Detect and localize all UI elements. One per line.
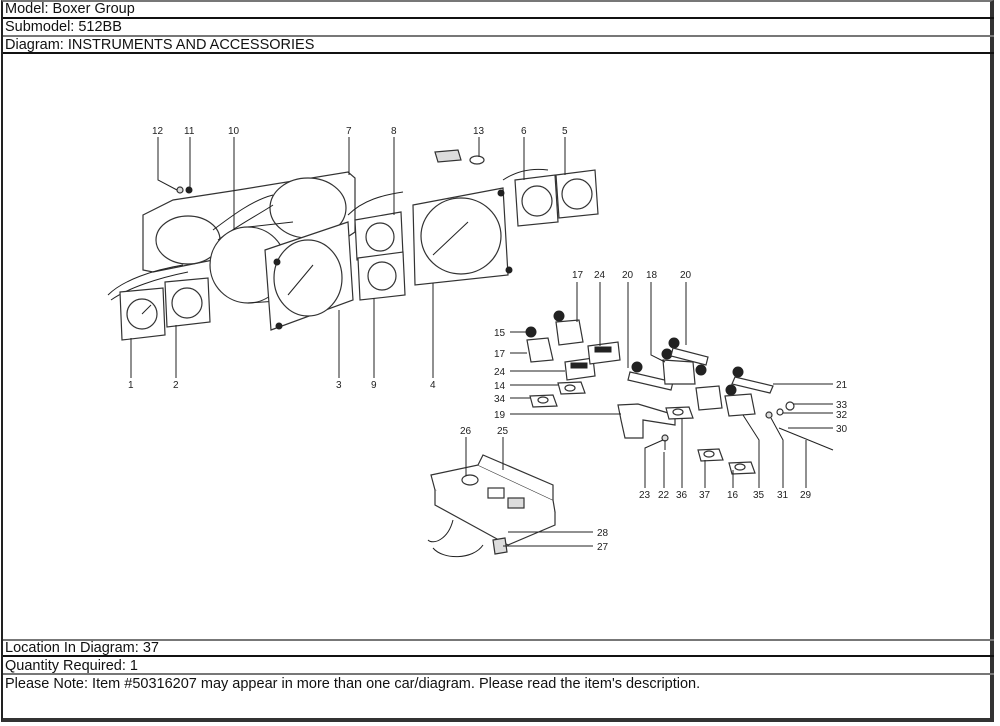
gauge-speedometer (412, 187, 513, 286)
rocker-switch-24a (564, 357, 596, 381)
instrument-panel-frame (142, 171, 356, 273)
callout-24-left: 24 (494, 367, 506, 378)
switch-35 (695, 364, 723, 411)
lever-switch-20 (627, 361, 674, 391)
parts-diagram: 12 11 10 7 8 13 6 5 1 2 3 9 4 17 24 20 1… (3, 55, 994, 641)
callout-1: 1 (128, 380, 134, 391)
callout-35: 35 (753, 490, 765, 501)
callout-32: 32 (836, 410, 848, 421)
callout-2: 2 (173, 380, 179, 391)
callout-3: 3 (336, 380, 342, 391)
callout-18: 18 (646, 270, 658, 281)
callout-19: 19 (494, 410, 506, 421)
callout-25: 25 (497, 426, 509, 437)
callout-24-top: 24 (594, 270, 606, 281)
callout-7: 7 (346, 126, 352, 137)
wire-lead-27 (427, 519, 508, 558)
lever-switch-21 (724, 366, 774, 417)
callout-8: 8 (391, 126, 397, 137)
callout-30: 30 (836, 424, 848, 435)
callout-5: 5 (562, 126, 568, 137)
callout-15: 15 (494, 328, 506, 339)
callout-13: 13 (473, 126, 485, 137)
callout-16: 16 (727, 490, 739, 501)
callout-17-left: 17 (494, 349, 506, 360)
callout-28: 28 (597, 528, 609, 539)
callout-31: 31 (777, 490, 789, 501)
knob-32 (776, 408, 784, 416)
callout-37: 37 (699, 490, 711, 501)
console-tray (430, 454, 556, 546)
callout-17-top: 17 (572, 270, 584, 281)
gauge-small-5 (555, 169, 599, 219)
callout-21: 21 (836, 380, 848, 391)
callout-34: 34 (494, 394, 506, 405)
gauge-tachometer (264, 221, 354, 331)
callout-22: 22 (658, 490, 670, 501)
note-row: Please Note: Item #50316207 may appear i… (5, 676, 701, 692)
plate-16 (728, 461, 756, 475)
leader-lines (130, 137, 833, 547)
callout-11: 11 (184, 126, 195, 137)
callout-27: 27 (597, 542, 609, 553)
callout-23: 23 (639, 490, 651, 501)
nut-31 (765, 411, 773, 419)
cable-29-30 (778, 427, 834, 451)
callout-10: 10 (228, 126, 240, 137)
gauge-small-9 (357, 251, 406, 301)
toggle-switch-17 (553, 310, 584, 346)
gasket-14 (557, 381, 586, 395)
gauge-small-6 (514, 174, 559, 227)
callout-36: 36 (676, 490, 688, 501)
washer (185, 186, 193, 194)
callout-9: 9 (371, 380, 377, 391)
diagram-title-row: Diagram: INSTRUMENTS AND ACCESSORIES (3, 37, 994, 54)
callout-12: 12 (152, 126, 164, 137)
wiring-harness (107, 168, 549, 301)
callout-20-left: 20 (622, 270, 634, 281)
rocker-switch-24b (587, 341, 621, 365)
plate-36 (665, 406, 694, 420)
callout-29: 29 (800, 490, 812, 501)
callout-14: 14 (494, 381, 506, 392)
gauge-small-1 (119, 287, 166, 341)
lever-switch-20b (668, 337, 709, 366)
location-row: Location In Diagram: 37 (3, 640, 994, 657)
knob-33 (785, 401, 795, 411)
plate-37 (697, 448, 724, 462)
submodel-row: Submodel: 512BB (3, 19, 994, 37)
callout-6: 6 (521, 126, 527, 137)
gasket-34 (529, 394, 558, 408)
gauge-small-2 (164, 277, 211, 328)
bulb-holder (434, 149, 485, 165)
toggle-switch-15-17 (525, 326, 554, 363)
quantity-row: Quantity Required: 1 (3, 658, 994, 675)
nut (176, 186, 184, 194)
callout-33: 33 (836, 400, 848, 411)
model-row: Model: Boxer Group (3, 1, 994, 19)
callout-26: 26 (460, 426, 472, 437)
lever-switch-18 (661, 348, 696, 385)
exploded-view-drawing: 12 11 10 7 8 13 6 5 1 2 3 9 4 17 24 20 1… (107, 126, 848, 558)
callout-4: 4 (430, 380, 436, 391)
callout-labels: 12 11 10 7 8 13 6 5 1 2 3 9 4 17 24 20 1… (128, 126, 848, 553)
gauge-small-8 (354, 211, 404, 261)
callout-20-right: 20 (680, 270, 692, 281)
bracket-19 (617, 403, 676, 439)
